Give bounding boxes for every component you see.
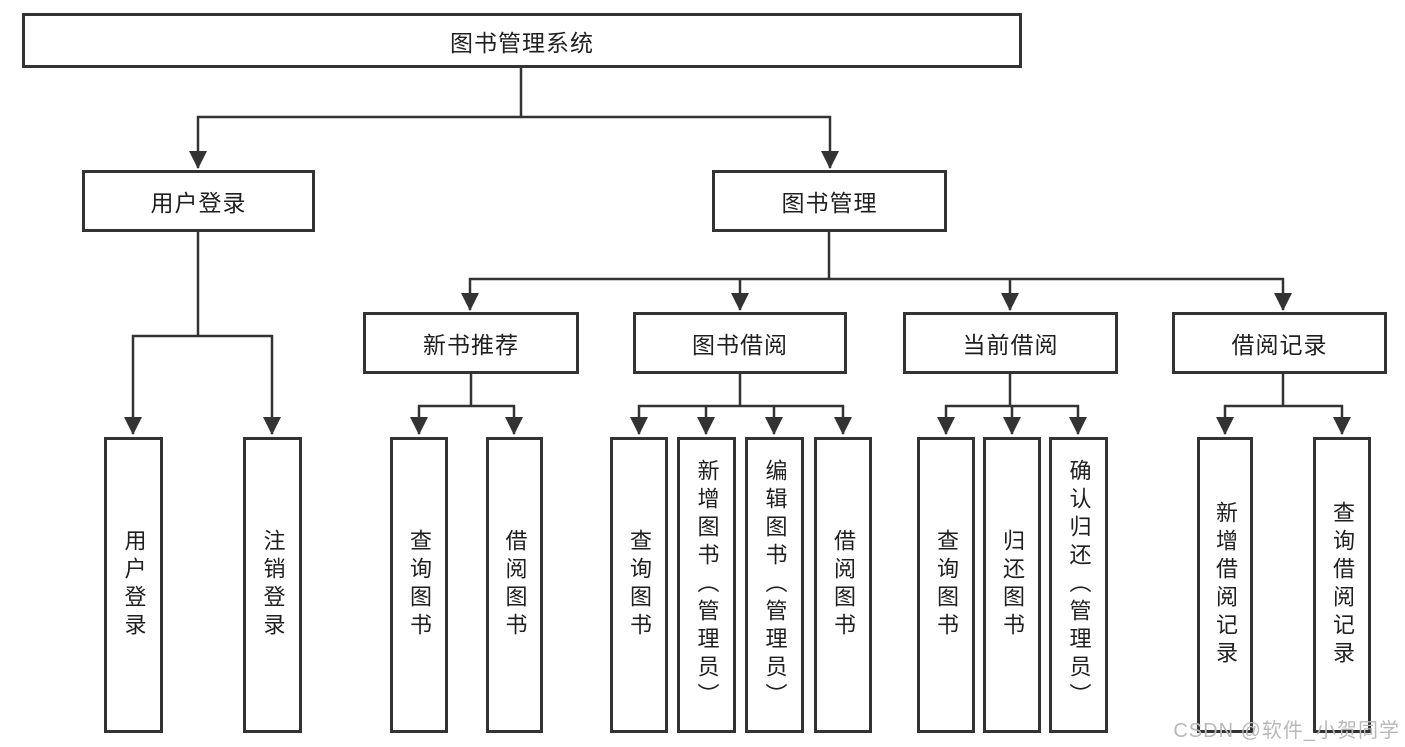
leaf-label: 查询图书 bbox=[627, 529, 652, 641]
leaf-label: 归还图书 bbox=[1000, 529, 1025, 641]
leaf-label: 注销登录 bbox=[260, 529, 286, 641]
leaf-query-book-recommend: 查询图书 bbox=[390, 437, 448, 733]
leaf-label: 新增借阅记录 bbox=[1213, 501, 1238, 669]
node-current-borrow: 当前借阅 bbox=[903, 312, 1118, 374]
connector-book-borrow-to-leaves bbox=[630, 374, 852, 435]
node-book-borrow: 图书借阅 bbox=[633, 312, 847, 374]
leaf-label: 新增图书（管理员） bbox=[694, 459, 720, 711]
connector-current-borrow-to-leaves bbox=[937, 374, 1087, 435]
leaf-label: 查询图书 bbox=[934, 529, 959, 641]
leaf-edit-book-admin: 编辑图书（管理员） bbox=[745, 437, 804, 733]
node-new-book-recommend: 新书推荐 bbox=[363, 312, 579, 374]
leaf-add-borrow-record: 新增借阅记录 bbox=[1197, 437, 1253, 733]
leaf-confirm-return-admin: 确认归还（管理员） bbox=[1049, 437, 1108, 733]
leaf-query-book-borrow: 查询图书 bbox=[610, 437, 668, 733]
connector-borrow-record-to-leaves bbox=[1216, 374, 1351, 435]
leaf-query-borrow-record: 查询借阅记录 bbox=[1313, 437, 1371, 733]
connector-book-management-to-level3 bbox=[461, 232, 1292, 311]
connector-root-to-level2 bbox=[189, 68, 839, 169]
leaf-label: 借阅图书 bbox=[831, 529, 856, 641]
leaf-query-book-current: 查询图书 bbox=[917, 437, 975, 733]
leaf-borrow-book: 借阅图书 bbox=[814, 437, 872, 733]
leaf-label: 查询图书 bbox=[407, 529, 432, 641]
leaf-label: 借阅图书 bbox=[502, 529, 528, 641]
leaf-user-login: 用户登录 bbox=[104, 437, 163, 733]
leaf-label: 编辑图书（管理员） bbox=[762, 459, 788, 711]
leaf-borrow-book-recommend: 借阅图书 bbox=[486, 437, 543, 733]
connector-new-book-to-leaves bbox=[410, 374, 523, 435]
node-book-management: 图书管理 bbox=[712, 170, 947, 232]
connector-user-login-to-leaves bbox=[124, 232, 281, 435]
leaf-label: 用户登录 bbox=[121, 529, 147, 641]
node-borrow-record: 借阅记录 bbox=[1172, 312, 1387, 374]
node-root-system: 图书管理系统 bbox=[22, 13, 1022, 68]
leaf-logout: 注销登录 bbox=[243, 437, 302, 733]
leaf-add-book-admin: 新增图书（管理员） bbox=[677, 437, 736, 733]
leaf-label: 确认归还（管理员） bbox=[1066, 459, 1092, 711]
node-user-login: 用户登录 bbox=[82, 170, 315, 232]
leaf-label: 查询借阅记录 bbox=[1330, 501, 1355, 669]
leaf-return-book: 归还图书 bbox=[983, 437, 1041, 733]
watermark-text: CSDN @软件_小贺同学 bbox=[1173, 720, 1400, 742]
